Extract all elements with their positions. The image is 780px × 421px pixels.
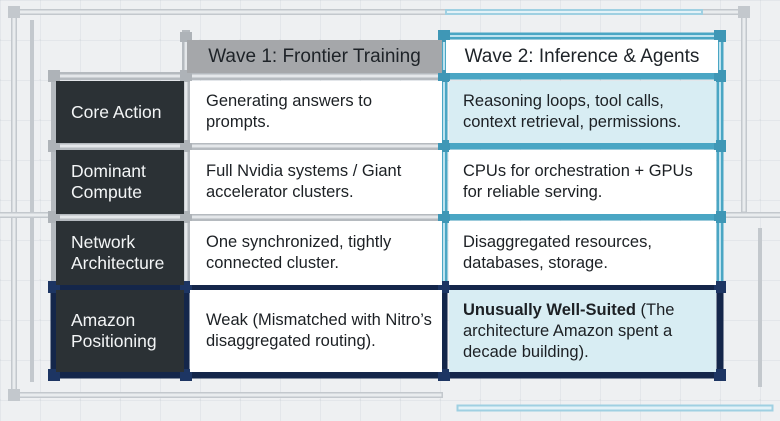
row-label-line: Compute (71, 182, 143, 202)
row-label-line: Positioning (71, 331, 157, 351)
wave1-cell-network-architecture: One synchronized, tightly connected clus… (190, 221, 442, 285)
wave1-cell-amazon-positioning: Weak (Mismatched with Nitro’s disaggrega… (190, 290, 442, 372)
cell-text: (The (635, 300, 675, 319)
wave1-header: Wave 1: Frontier Training (187, 40, 442, 73)
wave1-cell-dominant-compute: Full Nvidia systems / Giant accelerator … (190, 150, 442, 214)
cell-text-line: disaggregated routing). (206, 332, 376, 350)
cell-text-line: databases, storage. (463, 254, 608, 272)
row-label-text: Core Action (71, 101, 162, 122)
cell-text-line: Weak (Mismatched with Nitro’s (206, 311, 432, 329)
row-label-core-action: Core Action (56, 81, 184, 143)
cell-text-line: Disaggregated resources, (463, 233, 652, 251)
wave2-cell-dominant-compute: CPUs for orchestration + GPUs for reliab… (449, 150, 716, 214)
row-label-line: Network (71, 232, 136, 252)
cell-text-line: connected cluster. (206, 254, 339, 272)
cell-text: Generating answers to prompts. (206, 92, 373, 131)
cell-text-line: One synchronized, tightly (206, 233, 392, 251)
cell-text-line: for reliable serving. (463, 183, 603, 201)
cell-text-line: decade building). (463, 342, 589, 361)
row-label-dominant-compute: Dominant Compute (56, 150, 184, 214)
cell-text-line: CPUs for orchestration + GPUs (463, 162, 693, 180)
row-label-line: Amazon (71, 310, 136, 330)
cell-text-line: context retrieval, permissions. (463, 113, 682, 131)
row-label-network-architecture: Network Architecture (56, 221, 184, 285)
cell-text-line: Unusually Well-Suited (The (463, 300, 674, 321)
row-label-line: Architecture (71, 253, 165, 273)
highlight-text: Unusually Well-Suited (463, 300, 636, 319)
cell-text-line: accelerator clusters. (206, 183, 354, 201)
cell-text-line: Reasoning loops, tool calls, (463, 92, 664, 110)
wave2-header: Wave 2: Inference & Agents (446, 40, 718, 73)
wave2-cell-amazon-positioning: Unusually Well-Suited (The architecture … (449, 290, 716, 372)
row-label-amazon-positioning: Amazon Positioning (56, 290, 184, 372)
row-label-line: Dominant (71, 161, 146, 181)
wave2-header-text: Wave 2: Inference & Agents (464, 45, 700, 67)
cell-text-line: architecture Amazon spent a (463, 321, 673, 340)
wave1-cell-core-action: Generating answers to prompts. (190, 81, 442, 143)
wave1-header-text: Wave 1: Frontier Training (208, 45, 421, 67)
wave2-cell-network-architecture: Disaggregated resources, databases, stor… (449, 221, 716, 285)
cell-text-line: Full Nvidia systems / Giant (206, 162, 402, 180)
wave2-cell-core-action: Reasoning loops, tool calls, context ret… (449, 81, 716, 143)
